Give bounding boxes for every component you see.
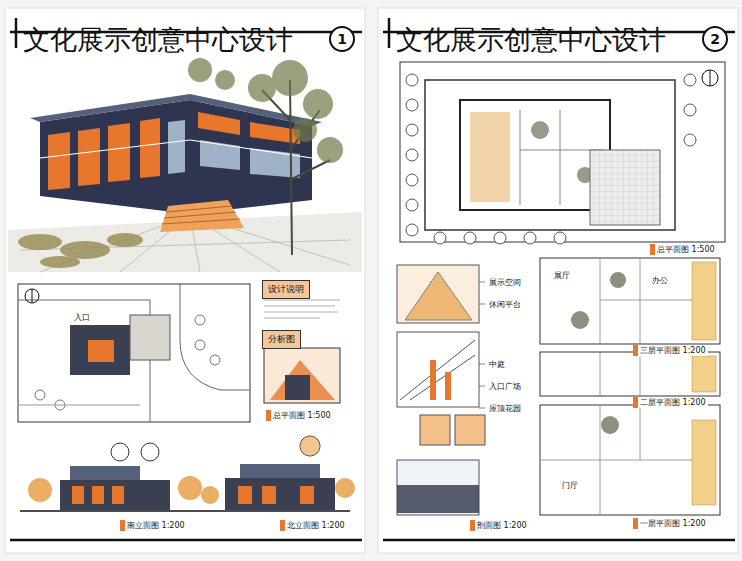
room-label: 入口	[72, 312, 92, 323]
drawing-caption: 总平面图 1:500	[266, 410, 333, 421]
callout-label: 屋顶花园	[487, 403, 523, 414]
callout-label: 中庭	[487, 359, 507, 370]
callout-label: 展示空间	[487, 277, 523, 288]
drawing-caption: 总平面图 1:500	[650, 244, 717, 255]
sheet-title: 文化展示创意中心设计	[23, 22, 293, 58]
note-box: 设计说明	[262, 280, 310, 299]
room-label: 展厅	[552, 270, 572, 281]
sheet-number: 2	[702, 26, 728, 52]
drawing-caption: 二层平面图 1:200	[633, 397, 708, 408]
drawing-caption: 一层平面图 1:200	[633, 518, 708, 529]
callout-label: 休闲平台	[487, 299, 523, 310]
drawing-caption: 南立面图 1:200	[120, 520, 187, 531]
board-sheet: 文化展示创意中心设计 1 设计说明分析图	[5, 8, 365, 553]
callout-label: 入口广场	[487, 381, 523, 392]
note-heading: 设计说明	[268, 283, 304, 296]
sheet-title: 文化展示创意中心设计	[396, 22, 666, 58]
room-label: 办公	[650, 275, 670, 286]
drawing-caption: 三层平面图 1:200	[633, 345, 708, 356]
room-label: 门厅	[560, 480, 580, 491]
drawing-caption: 剖面图 1:200	[470, 520, 529, 531]
drawing-caption: 北立面图 1:200	[280, 520, 347, 531]
note-box: 分析图	[262, 330, 301, 349]
sheet-number: 1	[329, 26, 355, 52]
note-heading: 分析图	[268, 333, 295, 346]
